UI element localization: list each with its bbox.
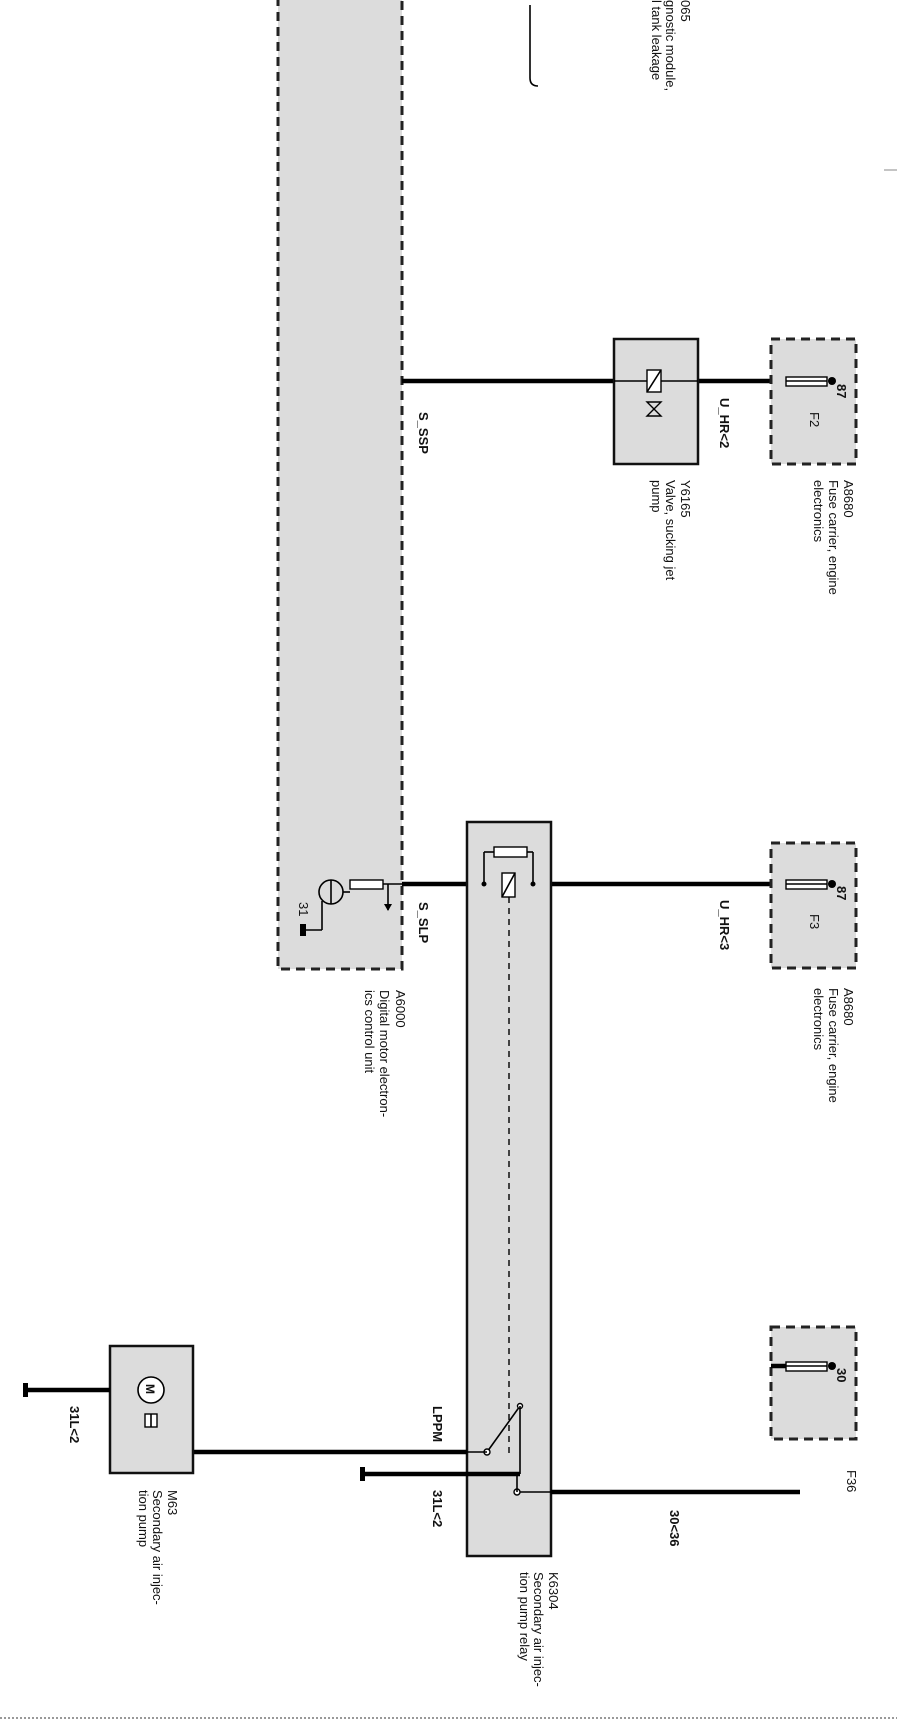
ground-icon xyxy=(23,1383,28,1397)
a6000-pin-31-label: 31 xyxy=(296,902,311,916)
wire-pump-ground-label: 31L<2 xyxy=(67,1406,82,1443)
svg-text:M: M xyxy=(143,1384,157,1394)
wire-s-ssp-label: S_SSP xyxy=(416,412,431,454)
a6000-desc-line1: Digital motor electron- xyxy=(377,990,392,1117)
k6304-id-label: K6304 xyxy=(546,1572,561,1610)
fuse-carrier-f2-desc-line1: Fuse carrier, engine xyxy=(826,480,841,595)
m63-pump-box[interactable] xyxy=(108,1344,195,1475)
m63-desc-line1: Secondary air injec- xyxy=(150,1490,165,1605)
fuse-f36-label: F36 xyxy=(844,1470,859,1492)
k6304-desc-line2: tion pump relay xyxy=(517,1572,532,1661)
motor-icon: M xyxy=(137,1376,165,1428)
fuse-carrier-f3-box[interactable] xyxy=(769,841,858,970)
solenoid-valve-icon xyxy=(614,369,698,417)
k6304-desc-line1: Secondary air injec- xyxy=(531,1572,546,1687)
fuse-carrier-f2-desc-line2: electronics xyxy=(811,480,826,543)
a6000-control-unit-box[interactable] xyxy=(276,0,404,971)
partial-module-desc-line2: l tank leakage xyxy=(649,0,664,80)
fuse-f2-label: F2 xyxy=(807,412,822,427)
fuse-carrier-f2-box[interactable] xyxy=(769,337,858,466)
fuse-carrier-f3-id: A8680 xyxy=(841,988,856,1026)
fuse-f3-label: F3 xyxy=(807,914,822,929)
m63-desc-line2: tion pump xyxy=(136,1490,151,1547)
a6000-id-label: A6000 xyxy=(393,990,408,1028)
wire-lppm-label: LPPM xyxy=(430,1406,445,1442)
y6165-id-label: Y6165 xyxy=(678,480,693,518)
wire-relay-ground-label: 31L<2 xyxy=(430,1490,445,1527)
fuse-f36-icon xyxy=(771,1361,836,1372)
m63-id-label: M63 xyxy=(165,1490,180,1515)
fuse-f3-icon xyxy=(785,879,836,890)
wire-u-hr2-label: U_HR<2 xyxy=(717,398,732,448)
fuse-carrier-f2-id: A8680 xyxy=(841,480,856,518)
fuse-carrier-f3-desc-line1: Fuse carrier, engine xyxy=(826,988,841,1103)
wire-s-slp-label: S_SLP xyxy=(416,902,431,944)
a6000-desc-line2: ics control unit xyxy=(362,990,377,1073)
relay-switch-icon xyxy=(467,1402,800,1496)
fuse-f3-pin-label: 87 xyxy=(834,886,849,900)
fuse-carrier-f3-desc-line2: electronics xyxy=(811,988,826,1051)
relay-coil-icon xyxy=(481,846,536,898)
ground-icon xyxy=(360,1467,365,1481)
a6000-output-stage-icon xyxy=(300,879,402,936)
fuse-f2-icon xyxy=(785,376,836,387)
fuse-carrier-f36-box[interactable] xyxy=(769,1325,858,1441)
partial-module-id-label: 065 xyxy=(678,0,693,22)
fuse-f36-pin-label: 30 xyxy=(834,1368,849,1382)
wire-u-hr3-label: U_HR<3 xyxy=(717,900,732,950)
y6165-desc-line1: Valve, sucking jet xyxy=(663,480,678,581)
y6165-desc-line2: pump xyxy=(649,480,664,513)
top-bracket-line xyxy=(529,5,539,87)
partial-module-desc-line1: gnostic module, xyxy=(663,0,678,91)
fuse-f2-pin-label: 87 xyxy=(834,384,849,398)
wire-30-36-label: 30<36 xyxy=(667,1510,682,1547)
